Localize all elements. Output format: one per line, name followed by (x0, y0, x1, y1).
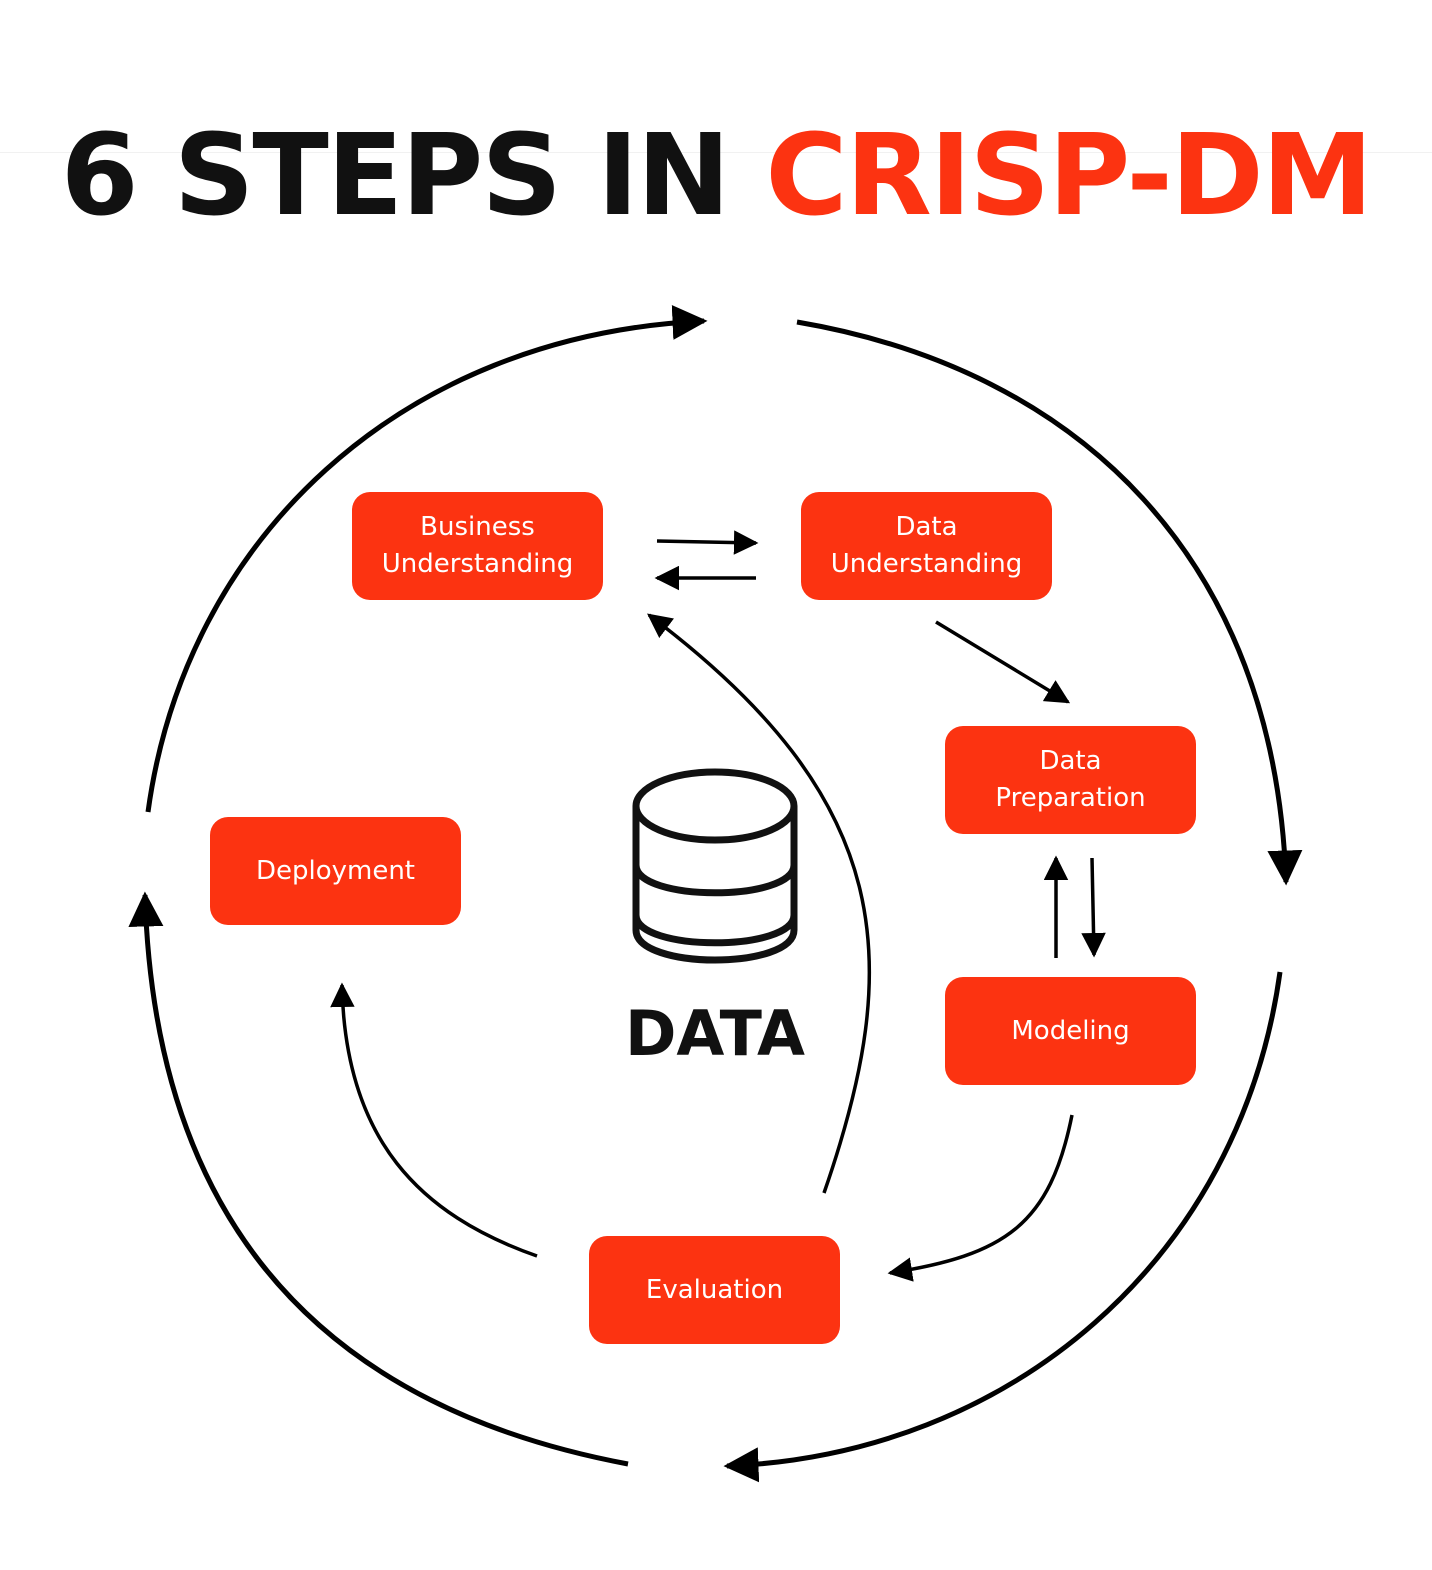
outer-arc-top-left (145, 304, 708, 813)
step-label-line: Deployment (255, 855, 416, 886)
step-label-line: Evaluation (645, 1274, 784, 1305)
step-label-line: Data (895, 512, 958, 542)
arrow-preparation-to-modeling (1081, 857, 1106, 958)
step-label-line: Understanding (830, 549, 1023, 579)
step-label-line: Data (1039, 746, 1102, 776)
step-label-line: Modeling (1011, 1015, 1130, 1046)
arrow-evaluation-to-business (647, 613, 872, 1194)
step-evaluation[interactable]: Evaluation (589, 1236, 840, 1344)
step-label-line: Preparation (995, 783, 1146, 813)
title-main-text: 6 STEPS IN (60, 111, 766, 241)
outer-arc-bottom-left (128, 891, 629, 1467)
outer-cycle (128, 304, 1303, 1483)
inner-arrows (330, 530, 1106, 1282)
arrow-business-to-data-understanding (656, 530, 759, 555)
step-deployment[interactable]: Deployment (210, 817, 461, 925)
arrow-data-understanding-to-preparation (935, 620, 1071, 704)
database-icon (632, 768, 798, 964)
step-label-line: Business (420, 512, 535, 542)
arrow-modeling-to-evaluation (887, 1114, 1074, 1282)
outer-arc-top-right (796, 319, 1303, 886)
title-accent-text: CRISP-DM (765, 111, 1373, 241)
outer-arc-bottom-right (723, 971, 1283, 1483)
page-title: 6 STEPS IN CRISP-DM (0, 108, 1432, 244)
data-label: DATA (624, 997, 806, 1070)
step-label-line: Understanding (381, 549, 574, 579)
top-divider (0, 152, 1432, 153)
arrow-evaluation-to-deployment (330, 982, 538, 1258)
step-modeling[interactable]: Modeling (945, 977, 1196, 1085)
